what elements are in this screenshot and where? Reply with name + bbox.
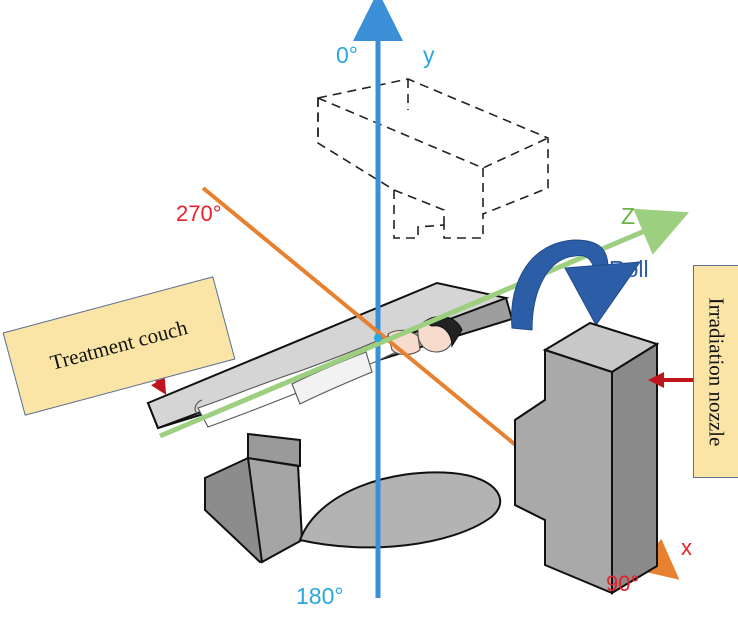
z-axis-label: Z	[621, 203, 636, 229]
angle-180-label: 180°	[296, 583, 344, 609]
irradiation-nozzle-callout: Irradiation nozzle	[693, 265, 738, 478]
nozzle-outline-dashed	[317, 78, 549, 239]
angle-0-label: 0°	[336, 42, 358, 68]
roll-label: Roll	[609, 256, 649, 282]
irradiation-nozzle	[514, 321, 660, 595]
couch-base	[204, 432, 502, 564]
roll-arrow-icon	[511, 239, 642, 331]
angle-270-label: 270°	[176, 201, 222, 226]
y-axis-label: y	[423, 42, 435, 68]
angle-90-label: 90°	[606, 571, 640, 596]
z-axis-line	[159, 208, 690, 439]
irradiation-nozzle-callout-text: Irradiation nozzle	[704, 297, 729, 446]
x-axis-label: x	[681, 535, 692, 560]
isocenter-point	[374, 334, 382, 342]
